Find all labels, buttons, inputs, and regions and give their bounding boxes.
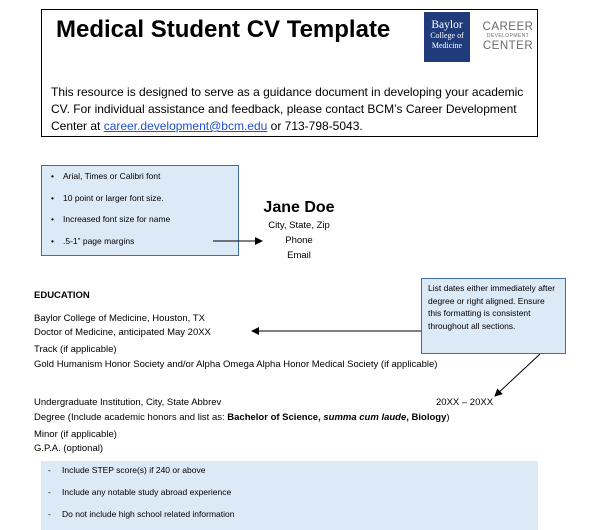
education-minor: Minor (if applicable) xyxy=(34,429,117,440)
education-degree: Doctor of Medicine, anticipated May 20XX xyxy=(34,327,211,338)
dates-note-box: List dates either immediately after degr… xyxy=(421,278,566,354)
bullet-icon: • xyxy=(51,193,54,203)
arrow-to-dates xyxy=(494,353,541,397)
education-honor: Gold Humanism Honor Society and/or Alpha… xyxy=(34,359,438,370)
bullet-icon: • xyxy=(51,214,54,224)
candidate-name: Jane Doe xyxy=(263,199,335,216)
education-tip: - Do not include high school related info… xyxy=(48,509,234,519)
document-title: Medical Student CV Template xyxy=(56,16,391,43)
education-institution: Baylor College of Medicine, Houston, TX xyxy=(34,313,205,324)
formatting-tip-text: .5-1” page margins xyxy=(63,236,135,246)
degree-prefix: Degree (Include academic honors and list… xyxy=(34,412,228,423)
education-institution: Undergraduate Institution, City, State A… xyxy=(34,397,222,408)
baylor-college-logo: Baylor College of Medicine xyxy=(424,12,470,62)
contact-email: Email xyxy=(287,250,311,261)
formatting-tip: • Increased font size for name xyxy=(51,214,170,224)
formatting-tip-text: 10 point or larger font size. xyxy=(63,193,164,203)
dates-note-text: List dates either immediately after degr… xyxy=(428,283,556,331)
education-tip: - Include STEP score(s) if 240 or above xyxy=(48,465,205,475)
education-tip-text: Include any notable study abroad experie… xyxy=(62,487,232,497)
degree-name: Bachelor of Science, xyxy=(227,412,324,423)
formatting-tip: • 10 point or larger font size. xyxy=(51,193,164,203)
education-dates: 20XX – 20XX xyxy=(436,397,494,408)
education-tip-text: Do not include high school related infor… xyxy=(62,509,235,519)
education-gpa: G.P.A. (optional) xyxy=(34,443,104,454)
formatting-tip-text: Arial, Times or Calibri font xyxy=(63,171,161,181)
contact-phone: Phone xyxy=(285,235,313,246)
dash-bullet-icon: - xyxy=(48,487,51,497)
formatting-tip-text: Increased font size for name xyxy=(63,214,171,224)
logo-college-line1: Baylor xyxy=(431,19,463,31)
contact-city: City, State, Zip xyxy=(268,220,330,231)
career-center-logo: CAREER DEVELOPMENT CENTER xyxy=(480,21,536,52)
education-tips-box xyxy=(41,461,538,530)
education-tip-text: Include STEP score(s) if 240 or above xyxy=(62,465,206,475)
logo-career-line3: CENTER xyxy=(482,40,534,52)
contact-block: Jane Doe City, State, Zip Phone Email xyxy=(252,198,346,263)
formatting-tips-box xyxy=(41,165,239,256)
logo-career-line2: DEVELOPMENT xyxy=(486,33,530,39)
formatting-tip: • Arial, Times or Calibri font xyxy=(51,171,160,181)
degree-major: , Biology xyxy=(406,412,447,423)
degree-suffix: ) xyxy=(446,412,450,423)
intro-paragraph: This resource is designed to serve as a … xyxy=(51,84,531,135)
logo-career-line1: CAREER xyxy=(482,21,534,33)
education-heading: EDUCATION xyxy=(34,290,90,301)
logo-college-line2: College of xyxy=(430,31,464,40)
header-box xyxy=(41,9,538,137)
dash-bullet-icon: - xyxy=(48,465,51,475)
education-track: Track (if applicable) xyxy=(34,344,117,355)
logo-college-line3: Medicine xyxy=(431,41,463,50)
education-degree: Degree (Include academic honors and list… xyxy=(34,412,450,423)
bullet-icon: • xyxy=(51,171,54,181)
formatting-tip: • .5-1” page margins xyxy=(51,236,134,246)
degree-honor: summa cum laude xyxy=(323,412,407,423)
dash-bullet-icon: - xyxy=(48,509,51,519)
intro-phone: or 713-798-5043. xyxy=(267,119,363,133)
bullet-icon: • xyxy=(51,236,54,246)
education-tip: - Include any notable study abroad experi… xyxy=(48,487,231,497)
career-email-link[interactable]: career.development@bcm.edu xyxy=(103,119,268,133)
intro-text: This resource is designed to serve as a … xyxy=(51,85,524,133)
